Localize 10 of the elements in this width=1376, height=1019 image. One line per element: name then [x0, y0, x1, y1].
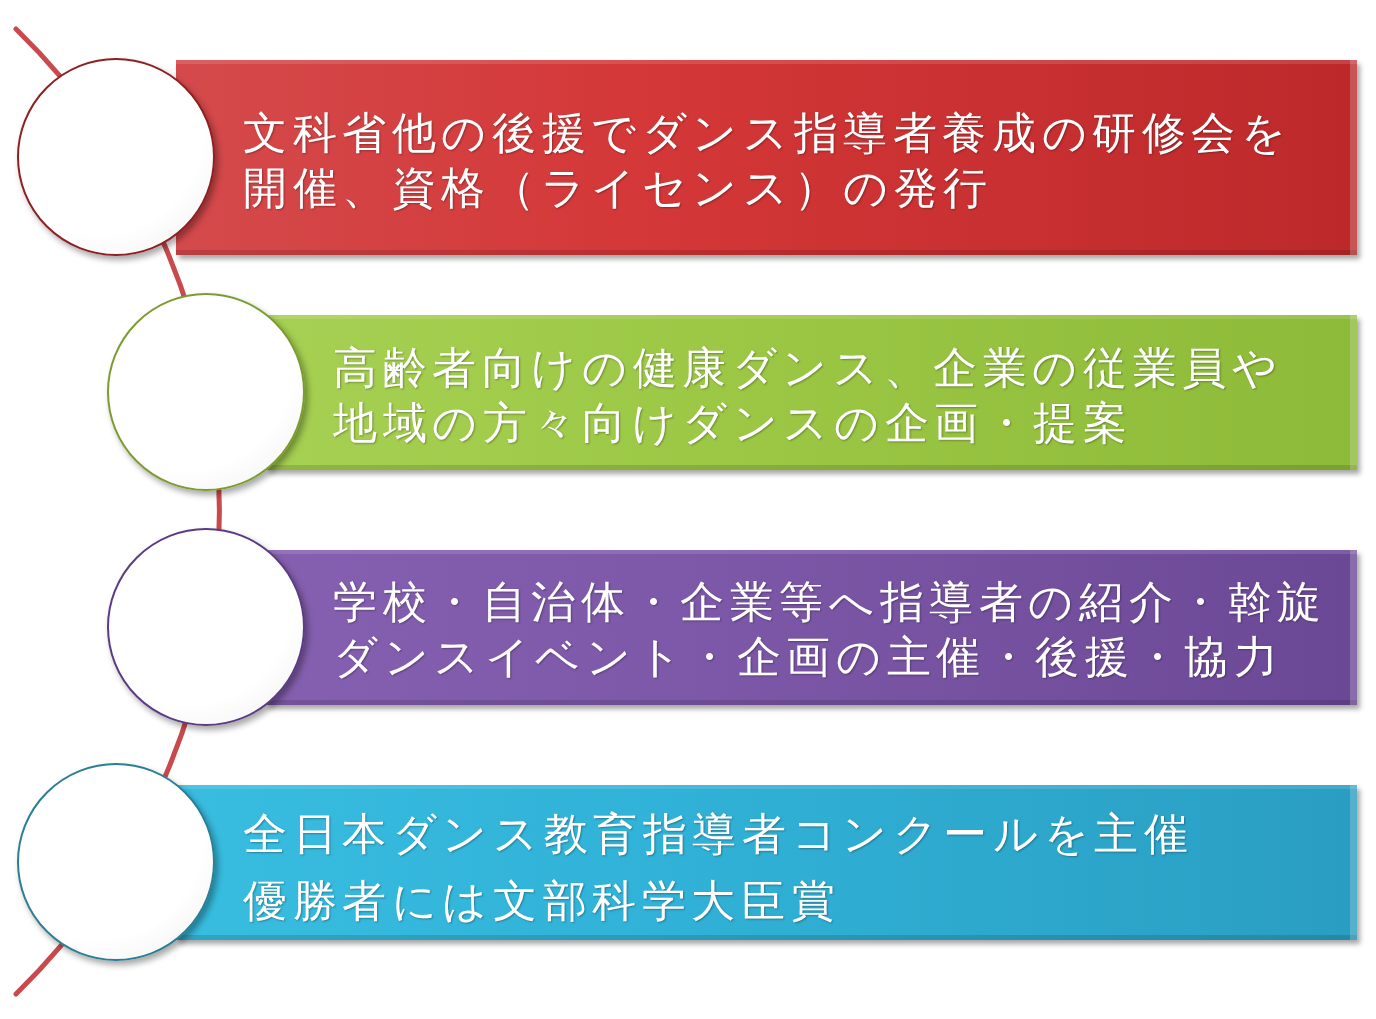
- banner-bar: [176, 785, 1357, 940]
- banner-bar: [176, 60, 1357, 255]
- banner-bar: [266, 550, 1357, 705]
- item-text: 学校・自治体・企業等へ指導者の紹介・斡旋: [333, 574, 1328, 629]
- item-text: 高齢者向けの健康ダンス、企業の従業員や地域の方々向けダンスの企画・提案: [333, 340, 1284, 450]
- item-text: 全日本ダンス教育指導者コンクールを主催: [243, 806, 1195, 861]
- item-text: ダンスイベント・企画の主催・後援・協力: [333, 629, 1285, 684]
- item-text: 文科省他の後援でダンス指導者養成の研修会を開催、資格（ライセンス）の発行: [243, 105, 1293, 215]
- item-text: 優勝者には文部科学大臣賞: [243, 873, 842, 928]
- banner-bar: [266, 315, 1357, 470]
